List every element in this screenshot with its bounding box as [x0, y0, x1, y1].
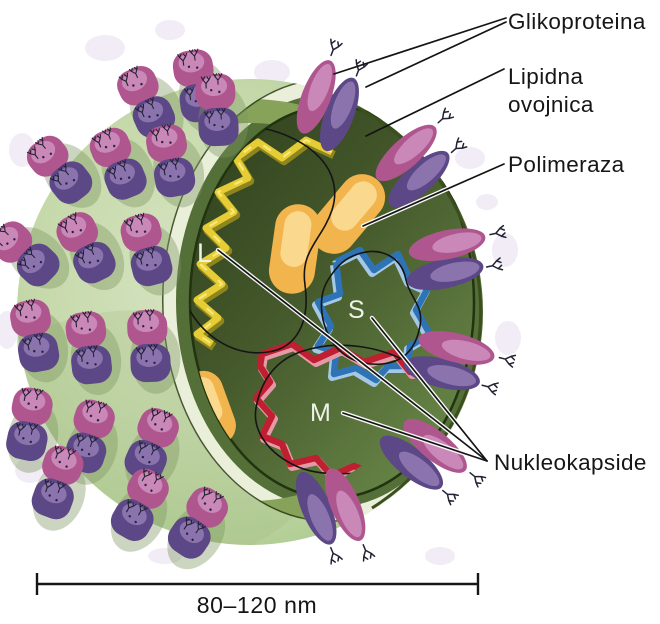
polymerase-pointer: [362, 163, 505, 227]
nucleocapsid-pointer-l: [217, 249, 488, 462]
glycoprotein-pointer-1: [333, 17, 507, 75]
segment-letter-s: S: [348, 296, 365, 324]
lipid-envelope-pointer: [365, 68, 505, 137]
segment-letter-l: L: [197, 238, 213, 268]
lipid-envelope-label-line2: ovojnica: [508, 92, 594, 117]
nucleocapsid-pointer-s: [371, 317, 488, 462]
glycoprotein-label: Glikoproteina: [508, 9, 646, 34]
segment-letter-m: M: [310, 399, 331, 427]
scale-bar: [35, 573, 480, 595]
polymerase-label: Polimeraza: [508, 152, 625, 177]
pointer-lines: [215, 17, 507, 464]
rna-segment-l: [193, 136, 336, 351]
nucleocapsid-label: Nukleokapside: [494, 450, 647, 475]
lipid-envelope-label-line1: Lipidna: [508, 64, 583, 89]
glycoprotein-pointer-2: [365, 21, 507, 88]
nucleocapsid-pointer-m: [342, 412, 488, 462]
scale-bar-label: 80–120 nm: [197, 592, 318, 618]
